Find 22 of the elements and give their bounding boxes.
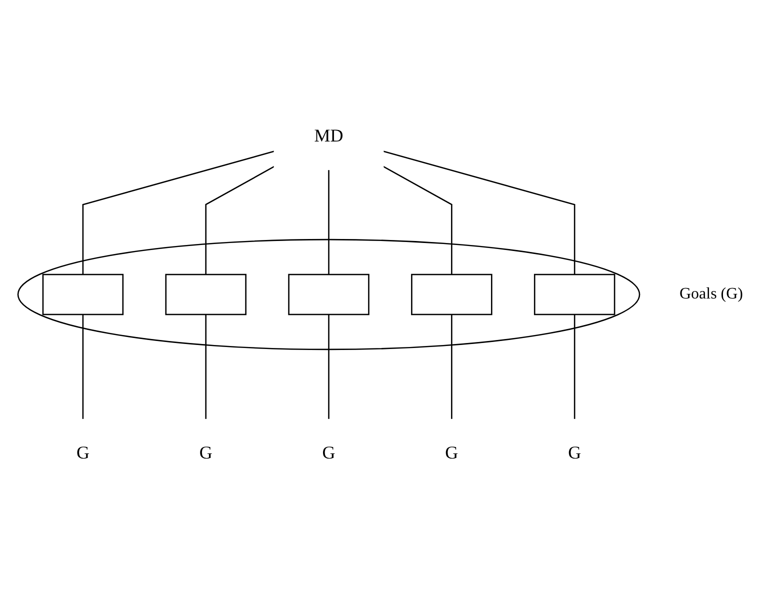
node-text: MD: [314, 126, 344, 146]
node-text: G: [199, 442, 212, 462]
connector: [574, 314, 576, 420]
node-text: G: [445, 442, 458, 462]
node-text: G: [322, 442, 336, 462]
connector: [382, 166, 452, 275]
connector: [328, 314, 330, 420]
node-box: [534, 274, 616, 316]
node-label: Goals (G): [680, 286, 744, 302]
node-box: [165, 274, 246, 316]
node-box: [288, 274, 370, 316]
connector: [205, 314, 206, 420]
node-text: G: [76, 442, 90, 462]
connector: [82, 314, 84, 420]
connector: [328, 170, 330, 275]
node-box: [42, 274, 124, 316]
connector: [383, 150, 576, 275]
node-text: G: [568, 442, 582, 462]
connector: [82, 150, 274, 275]
connector: [451, 314, 452, 420]
node-box: [411, 274, 492, 316]
connector: [205, 166, 275, 275]
